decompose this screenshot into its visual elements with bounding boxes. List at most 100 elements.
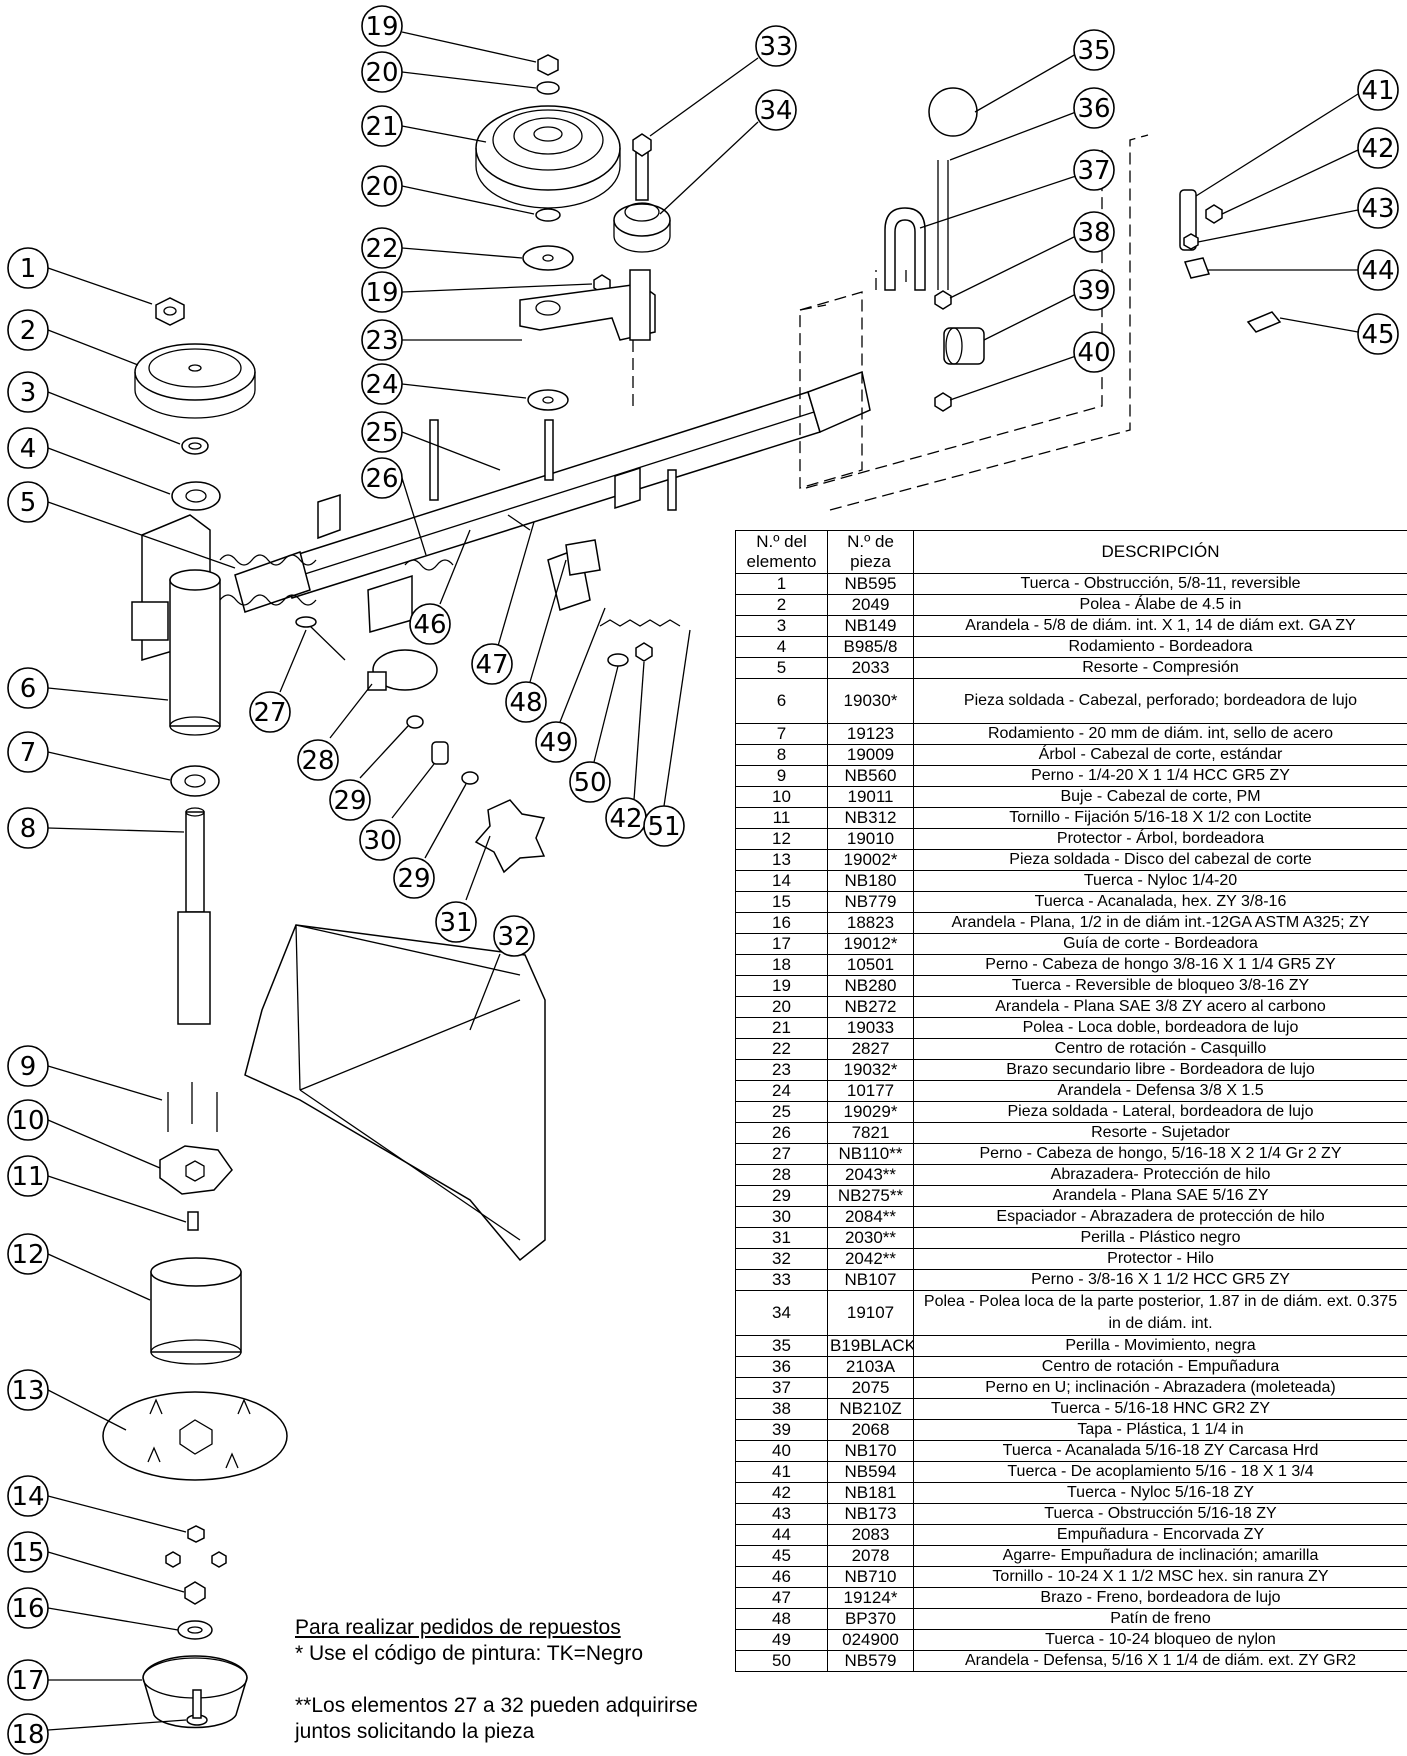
description-cell: Guía de corte - Bordeadora [913, 933, 1407, 955]
item-number-cell: 39 [735, 1419, 828, 1441]
part-number-cell: 19011 [827, 786, 914, 808]
part-number-cell: 19010 [827, 828, 914, 850]
part-number-cell: 2084** [827, 1206, 914, 1228]
item-number-cell: 13 [735, 849, 828, 871]
item-number-cell: 3 [735, 615, 828, 637]
part-number-header: N.º de pieza [827, 530, 914, 574]
part-number-cell: NB595 [827, 573, 914, 595]
part-number-cell: 19009 [827, 744, 914, 766]
callout-32: 32 [493, 915, 535, 957]
description-cell: Perno - 3/8-16 X 1 1/2 HCC GR5 ZY [913, 1269, 1407, 1291]
item-number-cell: 33 [735, 1269, 828, 1291]
callout-19-top-label: 19 [365, 12, 398, 42]
part-number-cell: 2103A [827, 1356, 914, 1378]
description-cell: Resorte - Compresión [913, 657, 1407, 679]
part-number-cell: NB173 [827, 1503, 914, 1525]
part-number-cell: 2043** [827, 1164, 914, 1186]
callout-40: 40 [1073, 331, 1115, 373]
item-number-cell: 50 [735, 1650, 828, 1672]
callout-34-label: 34 [759, 96, 792, 126]
callout-4: 4 [7, 427, 49, 469]
callout-39-label: 39 [1077, 276, 1110, 306]
callout-18: 18 [7, 1713, 49, 1755]
description-cell: Perilla - Movimiento, negra [913, 1335, 1407, 1357]
callout-24-label: 24 [365, 370, 398, 400]
callout-38: 38 [1073, 211, 1115, 253]
callout-43: 43 [1357, 187, 1399, 229]
callout-48-label: 48 [509, 688, 542, 718]
callout-28-label: 28 [301, 746, 334, 776]
callout-6: 6 [7, 667, 49, 709]
description-cell: Tuerca - Nyloc 5/16-18 ZY [913, 1482, 1407, 1504]
description-cell: Árbol - Cabezal de corte, estándar [913, 744, 1407, 766]
item-number-cell: 11 [735, 807, 828, 829]
callout-29-upper-label: 29 [333, 786, 366, 816]
callout-38-label: 38 [1077, 218, 1110, 248]
callout-9-label: 9 [20, 1052, 37, 1082]
item-number-cell: 48 [735, 1608, 828, 1630]
callout-49-label: 49 [539, 728, 572, 758]
item-number-cell: 27 [735, 1143, 828, 1165]
item-number-cell: 1 [735, 573, 828, 595]
description-cell: Protector - Árbol, bordeadora [913, 828, 1407, 850]
description-cell: Arandela - Plana, 1/2 in de diám int.-12… [913, 912, 1407, 934]
callout-32-label: 32 [497, 922, 530, 952]
item-number-cell: 32 [735, 1248, 828, 1270]
part-number-cell: NB710 [827, 1566, 914, 1588]
part-number-cell: 19124* [827, 1587, 914, 1609]
callout-47: 47 [471, 643, 513, 685]
callout-17-label: 17 [11, 1666, 44, 1696]
callout-46-label: 46 [413, 610, 446, 640]
description-cell: Brazo - Freno, bordeadora de lujo [913, 1587, 1407, 1609]
left-part-stack [102, 297, 288, 1729]
item-number-cell: 49 [735, 1629, 828, 1651]
callout-19-lower-label: 19 [365, 278, 398, 308]
item-number-cell: 43 [735, 1503, 828, 1525]
part-number-cell: 19029* [827, 1101, 914, 1123]
description-cell: Arandela - 5/8 de diám. int. X 1, 14 de … [913, 615, 1407, 637]
item-number-cell: 47 [735, 1587, 828, 1609]
item-number-cell: 21 [735, 1017, 828, 1039]
part-number-cell: 19030* [827, 678, 914, 724]
callout-2-label: 2 [20, 316, 37, 346]
callout-31: 31 [435, 901, 477, 943]
callout-35-label: 35 [1077, 36, 1110, 66]
part-number-cell: NB110** [827, 1143, 914, 1165]
item-number-cell: 28 [735, 1164, 828, 1186]
part-number-cell: 19002* [827, 849, 914, 871]
description-cell: Tuerca - 10-24 bloqueo de nylon [913, 1629, 1407, 1651]
part-number-cell: B19BLACK [827, 1335, 914, 1357]
callout-40-label: 40 [1077, 338, 1110, 368]
callout-5-label: 5 [20, 488, 37, 518]
callout-14-label: 14 [11, 1482, 44, 1512]
callout-22-label: 22 [365, 234, 398, 264]
ordering-heading: Para realizar pedidos de repuestos [295, 1616, 621, 1639]
callout-42-top: 42 [1357, 127, 1399, 169]
description-cell: Tuerca - Nyloc 1/4-20 [913, 870, 1407, 892]
callout-1: 1 [7, 247, 49, 289]
item-number-cell: 38 [735, 1398, 828, 1420]
description-cell: Tuerca - 5/16-18 HNC GR2 ZY [913, 1398, 1407, 1420]
item-number-cell: 40 [735, 1440, 828, 1462]
description-cell: Empuñadura - Encorvada ZY [913, 1524, 1407, 1546]
description-cell: Perno - 1/4-20 X 1 1/4 HCC GR5 ZY [913, 765, 1407, 787]
description-cell: Buje - Cabezal de corte, PM [913, 786, 1407, 808]
